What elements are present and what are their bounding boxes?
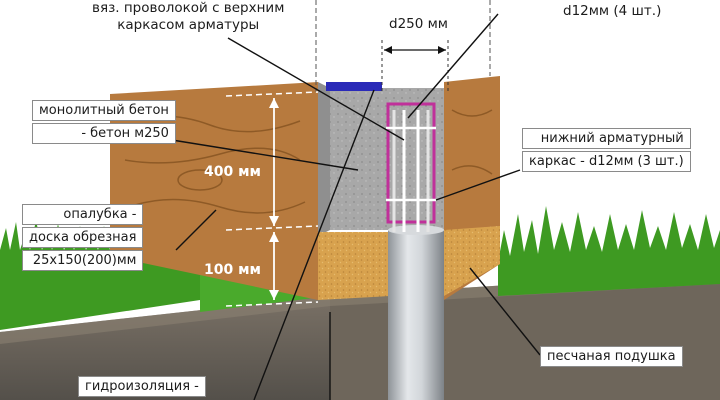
sand-label: песчаная подушка bbox=[540, 346, 683, 367]
leader-lines bbox=[171, 13, 541, 400]
sand-text: песчаная подушка bbox=[540, 346, 683, 367]
pipe bbox=[388, 225, 444, 400]
rebar-frame bbox=[386, 102, 436, 232]
concrete-line-2: - бетон м250 bbox=[32, 123, 176, 144]
lower-frame-line-1: нижний арматурный bbox=[522, 128, 691, 149]
concrete-line-1: монолитный бетон bbox=[32, 100, 176, 121]
dimension-400: 400 мм bbox=[204, 164, 261, 180]
concrete-label: монолитный бетон - бетон м250 bbox=[32, 100, 176, 144]
formwork-line-2: доска обрезная bbox=[22, 227, 144, 248]
wire-tie-line-1: вяз. проволокой с верхним bbox=[92, 0, 285, 16]
height-dimension bbox=[225, 91, 319, 307]
lower-frame-line-2: каркас - d12мм (3 шт.) bbox=[522, 151, 691, 172]
diameter-label: d250 мм bbox=[389, 16, 448, 32]
formwork-line-1: опалубка - bbox=[22, 204, 144, 225]
guide-lines bbox=[315, 0, 491, 92]
rebar-top-label: d12мм (4 шт.) bbox=[563, 3, 662, 19]
dimension-100: 100 мм bbox=[204, 262, 261, 278]
waterproofing-text: гидроизоляция - bbox=[78, 376, 206, 397]
lower-frame-label: нижний арматурный каркас - d12мм (3 шт.) bbox=[522, 128, 691, 172]
top-cap bbox=[326, 82, 382, 91]
sand-cushion bbox=[318, 226, 500, 300]
formwork-label: опалубка - доска обрезная 25х150(200)мм bbox=[22, 204, 144, 271]
waterproofing-label: гидроизоляция - bbox=[78, 376, 206, 397]
grass-right bbox=[498, 206, 720, 296]
wire-tie-line-2: каркасом арматуры bbox=[117, 17, 260, 33]
wire-tie-label: вяз. проволокой с верхним каркасом армат… bbox=[92, 0, 284, 34]
formwork-line-3: 25х150(200)мм bbox=[22, 250, 144, 271]
